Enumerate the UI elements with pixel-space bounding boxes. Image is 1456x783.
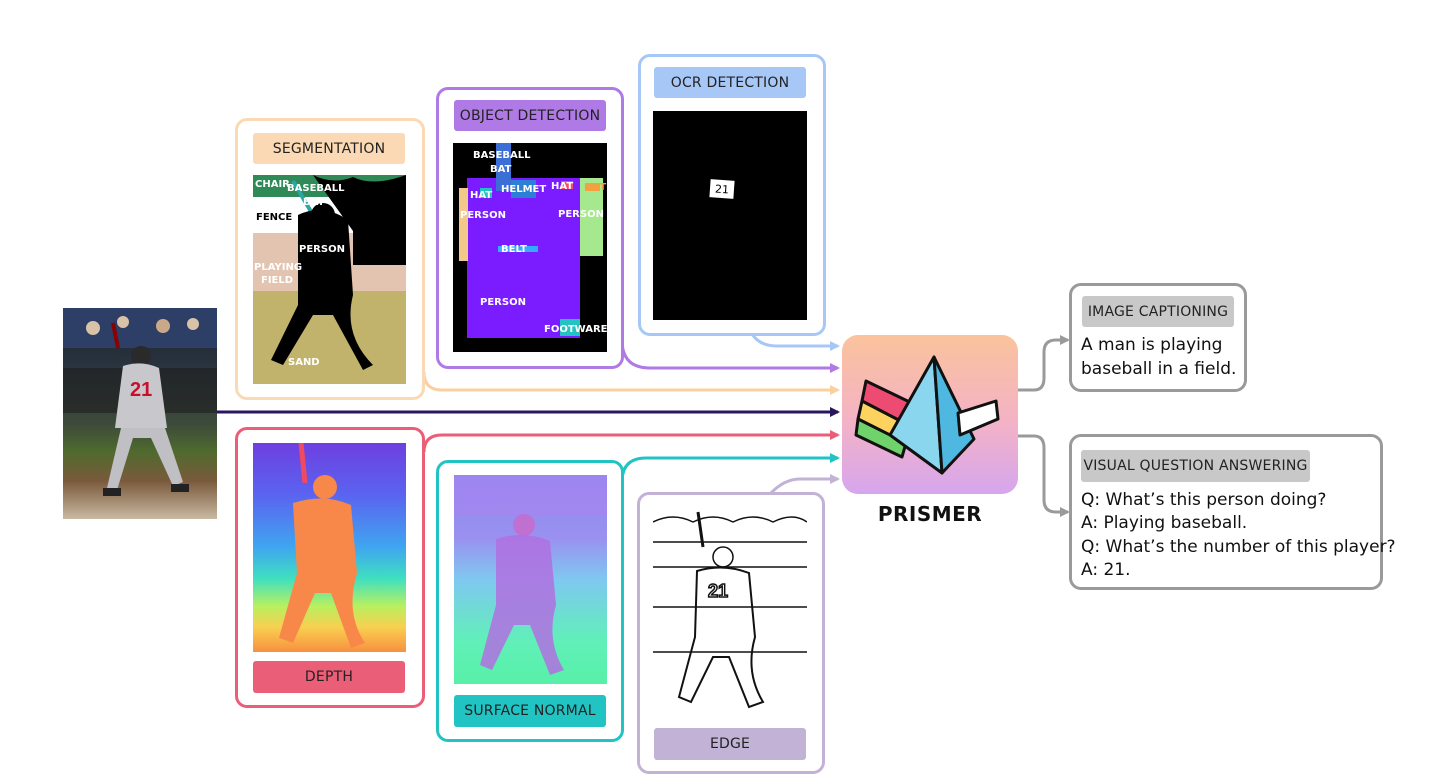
edge-sketch: 21 <box>653 511 807 709</box>
prismer-box <box>842 335 1018 494</box>
edge-jersey-number: 21 <box>708 581 728 601</box>
surface-normal-silhouette <box>454 475 607 675</box>
seg-tag-baseball: BASEBALL <box>287 183 345 194</box>
ocr-map: 21 <box>653 111 807 320</box>
arrow-vqa <box>1018 434 1070 517</box>
det-tag-hat-left: HAT <box>470 190 493 201</box>
det-tag-hat-mid: HAT <box>551 181 574 192</box>
seg-tag-sand: SAND <box>288 357 320 368</box>
vqa-line-1: Q: What’s this person doing? <box>1081 490 1327 510</box>
det-tag-hat-right: HAT <box>584 182 607 193</box>
caption-line-1: A man is playing <box>1081 335 1223 355</box>
batter-illustration: 21 <box>63 308 217 496</box>
det-tag-footware: FOOTWARE <box>544 324 607 335</box>
seg-tag-bat: BAT <box>303 197 325 208</box>
arrow-object-detection <box>620 339 840 373</box>
seg-tag-field: FIELD <box>261 275 294 286</box>
segmentation-label: SEGMENTATION <box>253 133 405 164</box>
segmentation-shapes <box>253 175 406 370</box>
det-tag-person-left: PERSON <box>460 210 506 221</box>
arrow-edge <box>768 474 840 496</box>
seg-tag-fence: FENCE <box>256 212 293 223</box>
ocr-text-box: 21 <box>709 179 735 199</box>
segmentation-map: CHAIR BASEBALL BAT FENCE PERSON PLAYING … <box>253 175 406 384</box>
arrow-depth <box>422 430 840 453</box>
input-image: 21 <box>63 308 217 519</box>
det-tag-bat: BAT <box>490 164 512 175</box>
image-captioning-label: IMAGE CAPTIONING <box>1082 296 1234 327</box>
det-tag-baseball: BASEBALL <box>473 150 531 161</box>
arrow-ocr <box>750 333 840 351</box>
object-detection-label: OBJECT DETECTION <box>454 100 606 131</box>
vqa-line-4: A: 21. <box>1081 560 1131 580</box>
prismer-title: PRISMER <box>877 502 983 526</box>
detection-boxes <box>459 143 603 338</box>
seg-tag-person: PERSON <box>299 244 345 255</box>
vqa-line-2: A: Playing baseball. <box>1081 513 1248 533</box>
vqa-label: VISUAL QUESTION ANSWERING <box>1081 450 1310 482</box>
surface-normal-label: SURFACE NORMAL <box>454 695 606 727</box>
edge-label: EDGE <box>654 728 806 760</box>
arrow-segmentation <box>422 371 840 395</box>
seg-tag-playing: PLAYING <box>254 262 303 273</box>
prism-icon <box>854 355 1000 475</box>
det-tag-helmet: HELMET <box>501 184 547 195</box>
jersey-number: 21 <box>130 379 152 401</box>
det-tag-person-right: PERSON <box>558 209 604 220</box>
depth-map <box>253 443 406 652</box>
arrow-captioning <box>1018 335 1070 392</box>
det-tag-person-main: PERSON <box>480 297 526 308</box>
det-tag-belt: BELT <box>501 244 527 255</box>
object-detection-map: BASEBALL BAT HAT HELMET HAT HAT PERSON P… <box>453 143 607 352</box>
vqa-line-3: Q: What’s the number of this player? <box>1081 537 1396 557</box>
edge-map: 21 <box>653 507 807 716</box>
surface-normal-map <box>454 475 607 684</box>
caption-line-2: baseball in a field. <box>1081 359 1237 379</box>
depth-silhouette <box>279 443 365 648</box>
ocr-label: OCR DETECTION <box>654 67 806 98</box>
seg-tag-chair: CHAIR <box>255 179 290 190</box>
depth-label: DEPTH <box>253 661 405 693</box>
